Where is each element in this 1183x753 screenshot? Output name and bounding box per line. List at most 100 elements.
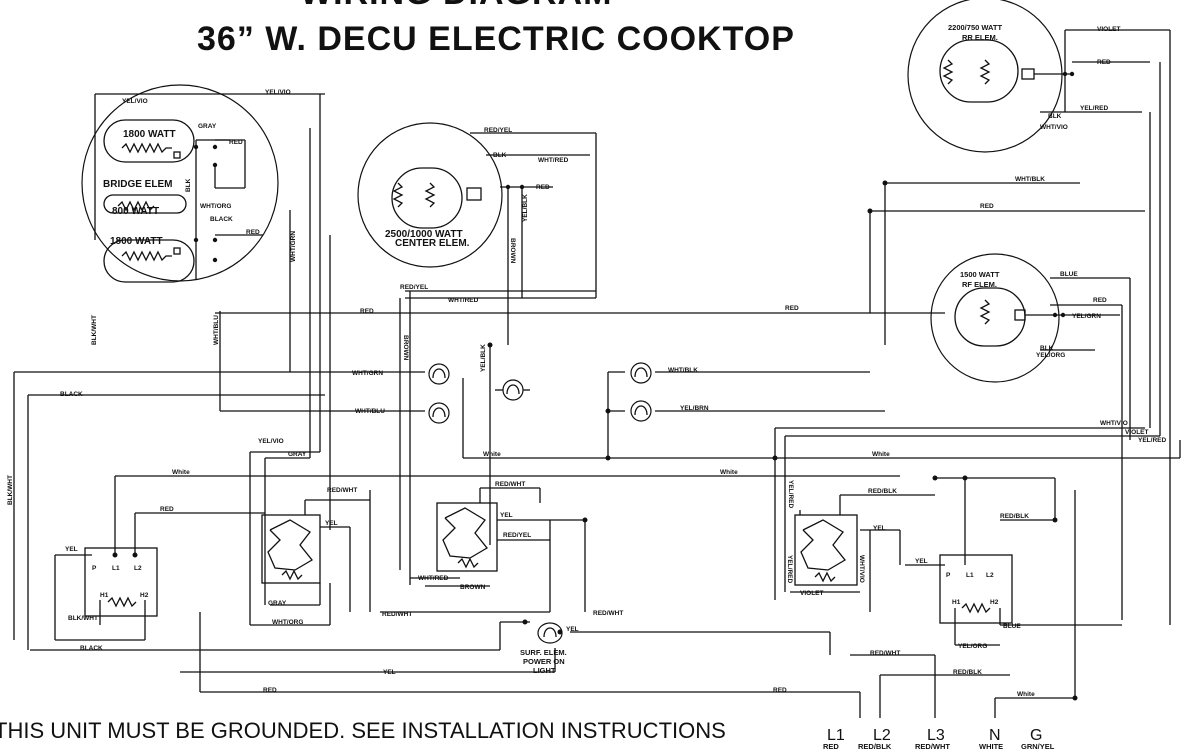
wire-label: WHT/VIO xyxy=(1040,124,1068,131)
wire-label: BLK/WHT xyxy=(91,315,98,345)
filament xyxy=(543,627,557,638)
switch-3 xyxy=(410,487,586,612)
wire-label: RED xyxy=(263,687,277,694)
wire-label: YEL/RED xyxy=(786,555,793,583)
wire-label: WHT/RED xyxy=(448,297,479,304)
light-label-2: POWER ON xyxy=(523,657,565,666)
wire-label: White xyxy=(172,469,190,476)
filament xyxy=(432,368,446,379)
wire-label: YEL xyxy=(566,626,579,633)
switch-box xyxy=(261,514,321,584)
wire-label: RED/WHT xyxy=(870,650,900,657)
power-on-light xyxy=(537,622,563,644)
indicator-light xyxy=(428,402,450,424)
wire-label: YEL xyxy=(915,558,928,565)
wire-label: White xyxy=(720,469,738,476)
switch-terminal-p: P xyxy=(92,565,97,572)
wire-label: RED xyxy=(1097,59,1111,66)
limiter xyxy=(1014,309,1026,321)
wire-label: YEL/GRN xyxy=(1072,313,1101,320)
terminal-l1: L1 xyxy=(827,727,845,744)
heater-coil-bridge xyxy=(103,194,187,214)
wire-label: RED xyxy=(980,203,994,210)
wire-label: YEL xyxy=(325,520,338,527)
switch-box xyxy=(436,502,498,572)
wire-label: RED xyxy=(1093,297,1107,304)
rf-watt: 1500 WATT xyxy=(960,270,1000,279)
supply-terminals: L1 RED L2 RED/BLK L3 RED/WHT N WHITE G G… xyxy=(823,727,1055,751)
wire-label: RED xyxy=(246,229,260,236)
wire-label: WHT/RED xyxy=(538,157,569,164)
wire-label: YEL/VIO xyxy=(122,98,148,105)
grounding-warning: THIS UNIT MUST BE GROUNDED. SEE INSTALLA… xyxy=(0,718,726,743)
wire-label: VIOLET xyxy=(1097,26,1121,33)
wire-label: RED/BLK xyxy=(868,488,897,495)
center-element-group: 2500/1000 WATT CENTER ELEM. RED/YEL BLK … xyxy=(357,122,597,345)
wire-label: BLACK xyxy=(210,216,233,223)
terminal-dot xyxy=(1052,312,1058,318)
coil-resistor xyxy=(117,200,155,212)
coil-resistor xyxy=(107,596,137,608)
indicator-light xyxy=(630,400,652,422)
rf-element-outline xyxy=(930,253,1060,383)
wire-label: RED/WHT xyxy=(382,611,412,618)
switch-terminal-l2: L2 xyxy=(134,565,142,572)
wire-label: BLK xyxy=(1040,345,1054,352)
wire-label: YEL/ORG xyxy=(958,643,987,650)
wire-label: RED xyxy=(536,184,550,191)
wire-label: RED/WHT xyxy=(327,487,357,494)
wire-label: RED/WHT xyxy=(593,610,623,617)
rr-element-group: 2200/750 WATT RR ELEM. VIOLET RED YEL/RE… xyxy=(907,0,1170,153)
terminal-l3-color: RED/WHT xyxy=(915,742,950,751)
wire-label: WHT/ORG xyxy=(200,203,231,210)
rf-elem-label: RF ELEM. xyxy=(962,280,997,289)
wire-label: YEL xyxy=(873,525,886,532)
wire-label: RED/WHT xyxy=(495,481,525,488)
switch-internal xyxy=(800,519,846,571)
switch-terminal-l1: L1 xyxy=(112,565,120,572)
terminal-dot xyxy=(1060,312,1066,318)
terminal-dot xyxy=(1069,71,1075,77)
diagram-title: WIRING DIAGRAM xyxy=(300,0,612,13)
coil-resistor xyxy=(961,602,991,614)
bridge-bottom-watt: 1800 WATT xyxy=(110,236,163,247)
wire-label: GRAY xyxy=(268,600,287,607)
switch-box xyxy=(794,514,858,586)
switch-terminal-h1: H1 xyxy=(100,592,109,599)
wire-label: WHT/BLU xyxy=(355,408,385,415)
indicator-lights xyxy=(428,362,652,424)
wire-label: BLK xyxy=(493,152,507,159)
switch-4 xyxy=(784,436,860,593)
wire-label: BLUE xyxy=(1060,271,1078,278)
filament xyxy=(634,367,648,378)
wire-label: RED/YEL xyxy=(400,284,428,291)
heater-coil-center xyxy=(391,167,463,229)
wire-label: YEL/VIO xyxy=(265,89,291,96)
bridge-mid-watt: 800 WATT xyxy=(112,206,159,217)
right-infinite-switch: P L1 L2 H1 H2 xyxy=(905,554,1122,646)
switch-box xyxy=(84,547,158,617)
heater-coil-rr xyxy=(939,39,1019,103)
filament xyxy=(432,407,446,418)
wire-label: WHT/ORG xyxy=(272,619,303,626)
terminal-n-color: WHITE xyxy=(979,742,1003,751)
wire-label: RED/YEL xyxy=(484,127,512,134)
terminal-dot xyxy=(193,144,199,150)
rr-watt: 2200/750 WATT xyxy=(948,23,1002,32)
center-watt: 2500/1000 WATT xyxy=(385,229,463,240)
wire-label: YEL/VIO xyxy=(258,438,284,445)
terminal-dot xyxy=(212,144,218,150)
switch-terminal-h1: H1 xyxy=(952,599,961,606)
wire-label: WHT/GRN xyxy=(352,370,383,377)
wire-label: YEL xyxy=(65,546,78,553)
bus-wires xyxy=(13,30,1181,718)
switch-2 xyxy=(250,490,371,626)
wire-label: WHT/BLK xyxy=(1015,176,1045,183)
terminal-dot xyxy=(193,237,199,243)
wire-label: RED xyxy=(360,308,374,315)
switch-terminal-p: P xyxy=(946,572,951,579)
bridge-element-group: 1800 WATT BRIDGE ELEM 800 WATT 1800 WATT… xyxy=(81,84,325,283)
diagram-subtitle: 36” W. DECU ELECTRIC COOKTOP xyxy=(197,20,795,58)
switch-terminal-h2: H2 xyxy=(990,599,999,606)
